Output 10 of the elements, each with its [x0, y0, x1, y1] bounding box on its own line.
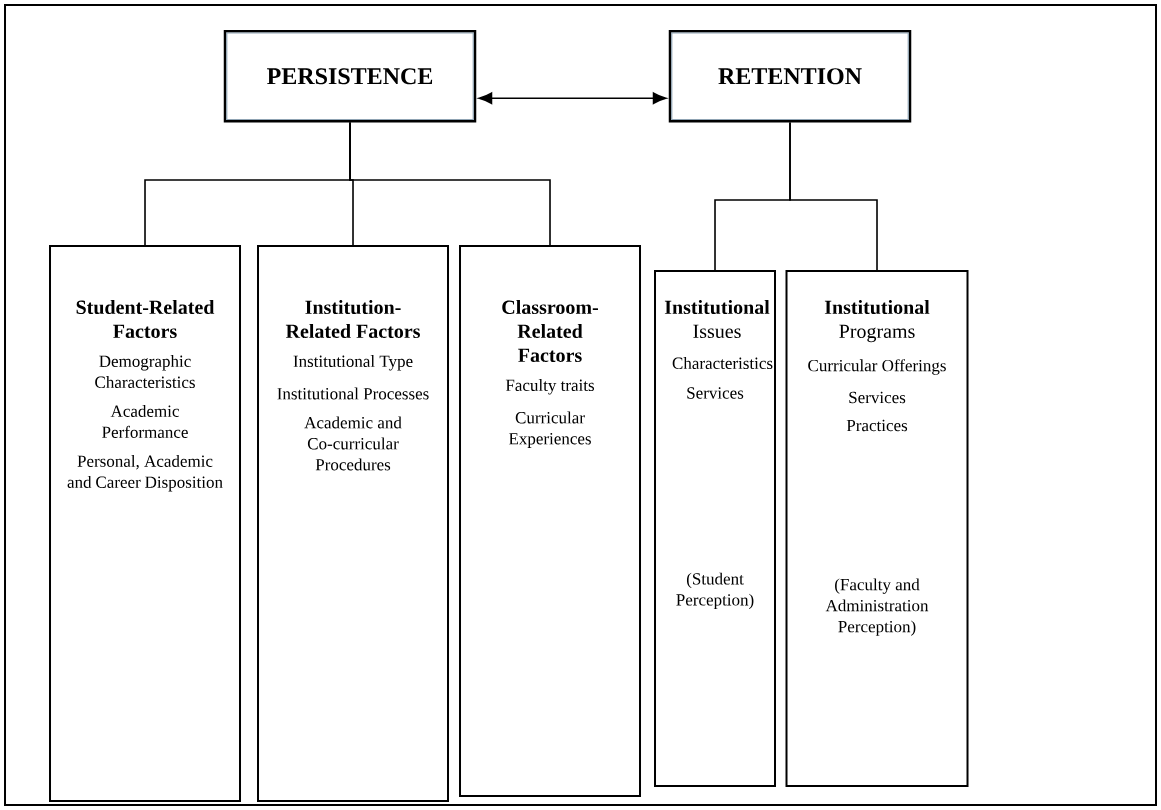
factor-box: Institutional Issues Characteristics Services (Student Perception) — [654, 270, 776, 787]
factor-box: Institution-Related Factors Institutional Type Institutional Processes Academic and Co-curricular Procedures — [257, 245, 449, 802]
title-box: RETENTION — [668, 30, 912, 123]
connector — [349, 121, 551, 246]
connector — [789, 121, 878, 271]
factor-box: Classroom-Related Factors Faculty traits Curricular Experiences — [459, 245, 641, 797]
factor-box: Institutional Programs Curricular Offerings Services Practices (Faculty and Administration Perception) — [785, 270, 969, 787]
factor-box: Student-Related Factors Demographic Characteristics Academic Performance Personal, Academic and Career Disposition — [49, 245, 241, 802]
connector — [478, 92, 667, 105]
title-box: PERSISTENCE — [223, 30, 477, 123]
